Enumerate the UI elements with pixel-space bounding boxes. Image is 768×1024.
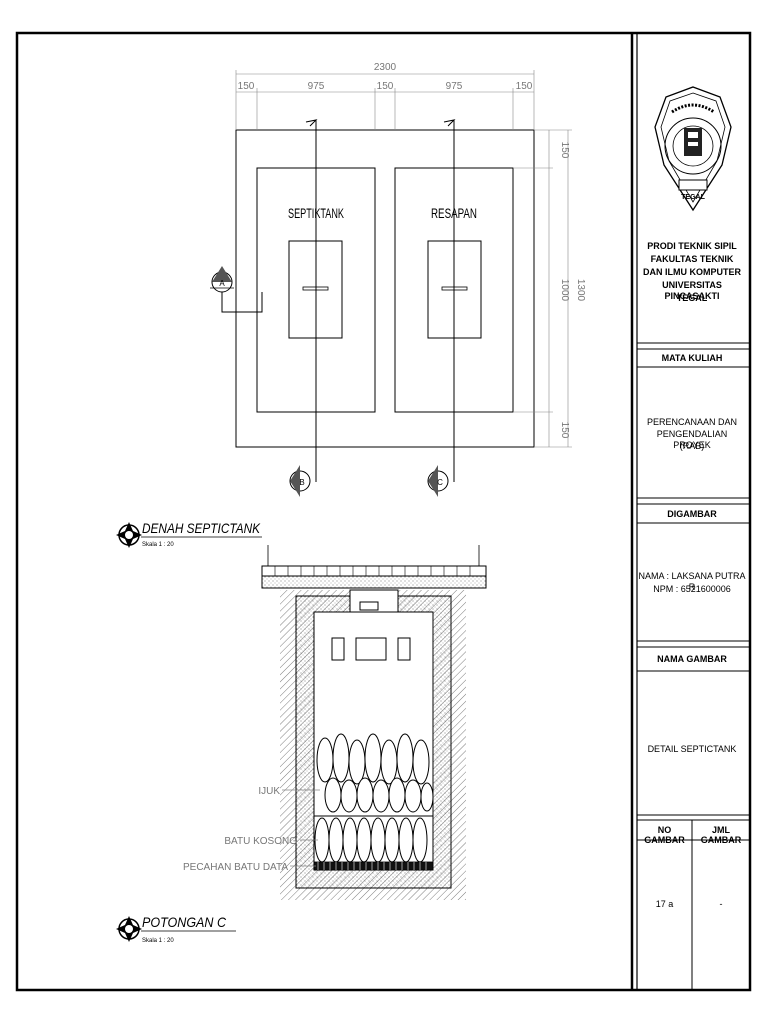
section-marker-b-icon (289, 465, 311, 497)
drafter-npm: NPM : 6521600006 (653, 584, 731, 594)
institution-line-1: PRODI TEKNIK SIPIL (647, 241, 737, 251)
jml-gambar-label: JML GAMBAR (700, 825, 742, 845)
institution-line-3: DAN ILMU KOMPUTER (643, 267, 741, 277)
section-marker-a-icon (210, 266, 234, 293)
digambar-label: DIGAMBAR (667, 509, 717, 519)
plan-dimensions-right (513, 129, 572, 448)
dim-right-outer: 1300 (575, 279, 586, 302)
institution-line-2: FAKULTAS TEKNIK (650, 254, 734, 264)
nama-gambar-label: NAMA GAMBAR (657, 654, 727, 664)
label-pecahan-batu-data: PECAHAN BATU DATA (183, 862, 288, 873)
plan-title-symbol-icon (116, 522, 142, 548)
no-gambar-label: NO GAMBAR (644, 825, 685, 845)
plan-outer-slab (235, 129, 535, 448)
mata-kuliah-line-1: PERENCANAAN DAN (646, 417, 738, 427)
section-marker-a-label: A (219, 279, 225, 288)
label-ijuk: IJUK (258, 786, 280, 797)
dim-top-1: 150 (238, 81, 255, 92)
section-marker-c-label: C (437, 478, 443, 487)
dim-total: 2300 (374, 62, 397, 73)
label-resapan: RESAPAN (431, 205, 477, 221)
dim-right-top: 150 (559, 142, 570, 159)
dim-top-5: 150 (516, 81, 533, 92)
dim-top-2: 975 (308, 81, 325, 92)
no-gambar-value: 17 a (655, 899, 674, 909)
drafter-name: NAMA : LAKSANA PUTRA R (638, 571, 746, 592)
section-view (261, 545, 487, 900)
dim-right-inner: 1000 (559, 279, 570, 302)
mata-kuliah-line-3: (RAB) (679, 441, 705, 451)
dim-right-bottom: 150 (559, 422, 570, 439)
sheet-border (15, 31, 752, 992)
plan-dimensions-top (235, 70, 535, 130)
section-title-symbol-icon (116, 916, 142, 942)
label-septiktank: SEPTIKTANK (288, 205, 344, 221)
jml-gambar-value: - (719, 899, 723, 909)
section-marker-b-label: B (299, 478, 304, 487)
section-title: POTONGAN C (142, 914, 227, 930)
label-batu-kosong: BATU KOSONG (224, 836, 297, 847)
dim-top-3: 150 (377, 81, 394, 92)
institution-line-4: UNIVERSITAS PINCASAKTI (662, 280, 722, 301)
section-scale: Skala 1 : 20 (142, 938, 174, 944)
nama-gambar-value: DETAIL SEPTICTANK (647, 744, 737, 754)
plan-scale: Skala 1 : 20 (142, 542, 174, 548)
mata-kuliah-label: MATA KULIAH (661, 353, 723, 363)
plan-view (221, 119, 535, 482)
mata-kuliah-line-2: PENGENDALIAN PROYEK (656, 429, 728, 450)
plan-title: DENAH SEPTICTANK (142, 520, 261, 536)
section-marker-c-icon (427, 465, 449, 497)
titleblock-grid (637, 342, 750, 990)
university-logo-icon (654, 86, 732, 212)
institution-line-5: TEGAL (676, 293, 708, 303)
dim-top-4: 975 (446, 81, 463, 92)
logo-text-tegal: TEGAL (681, 194, 705, 201)
